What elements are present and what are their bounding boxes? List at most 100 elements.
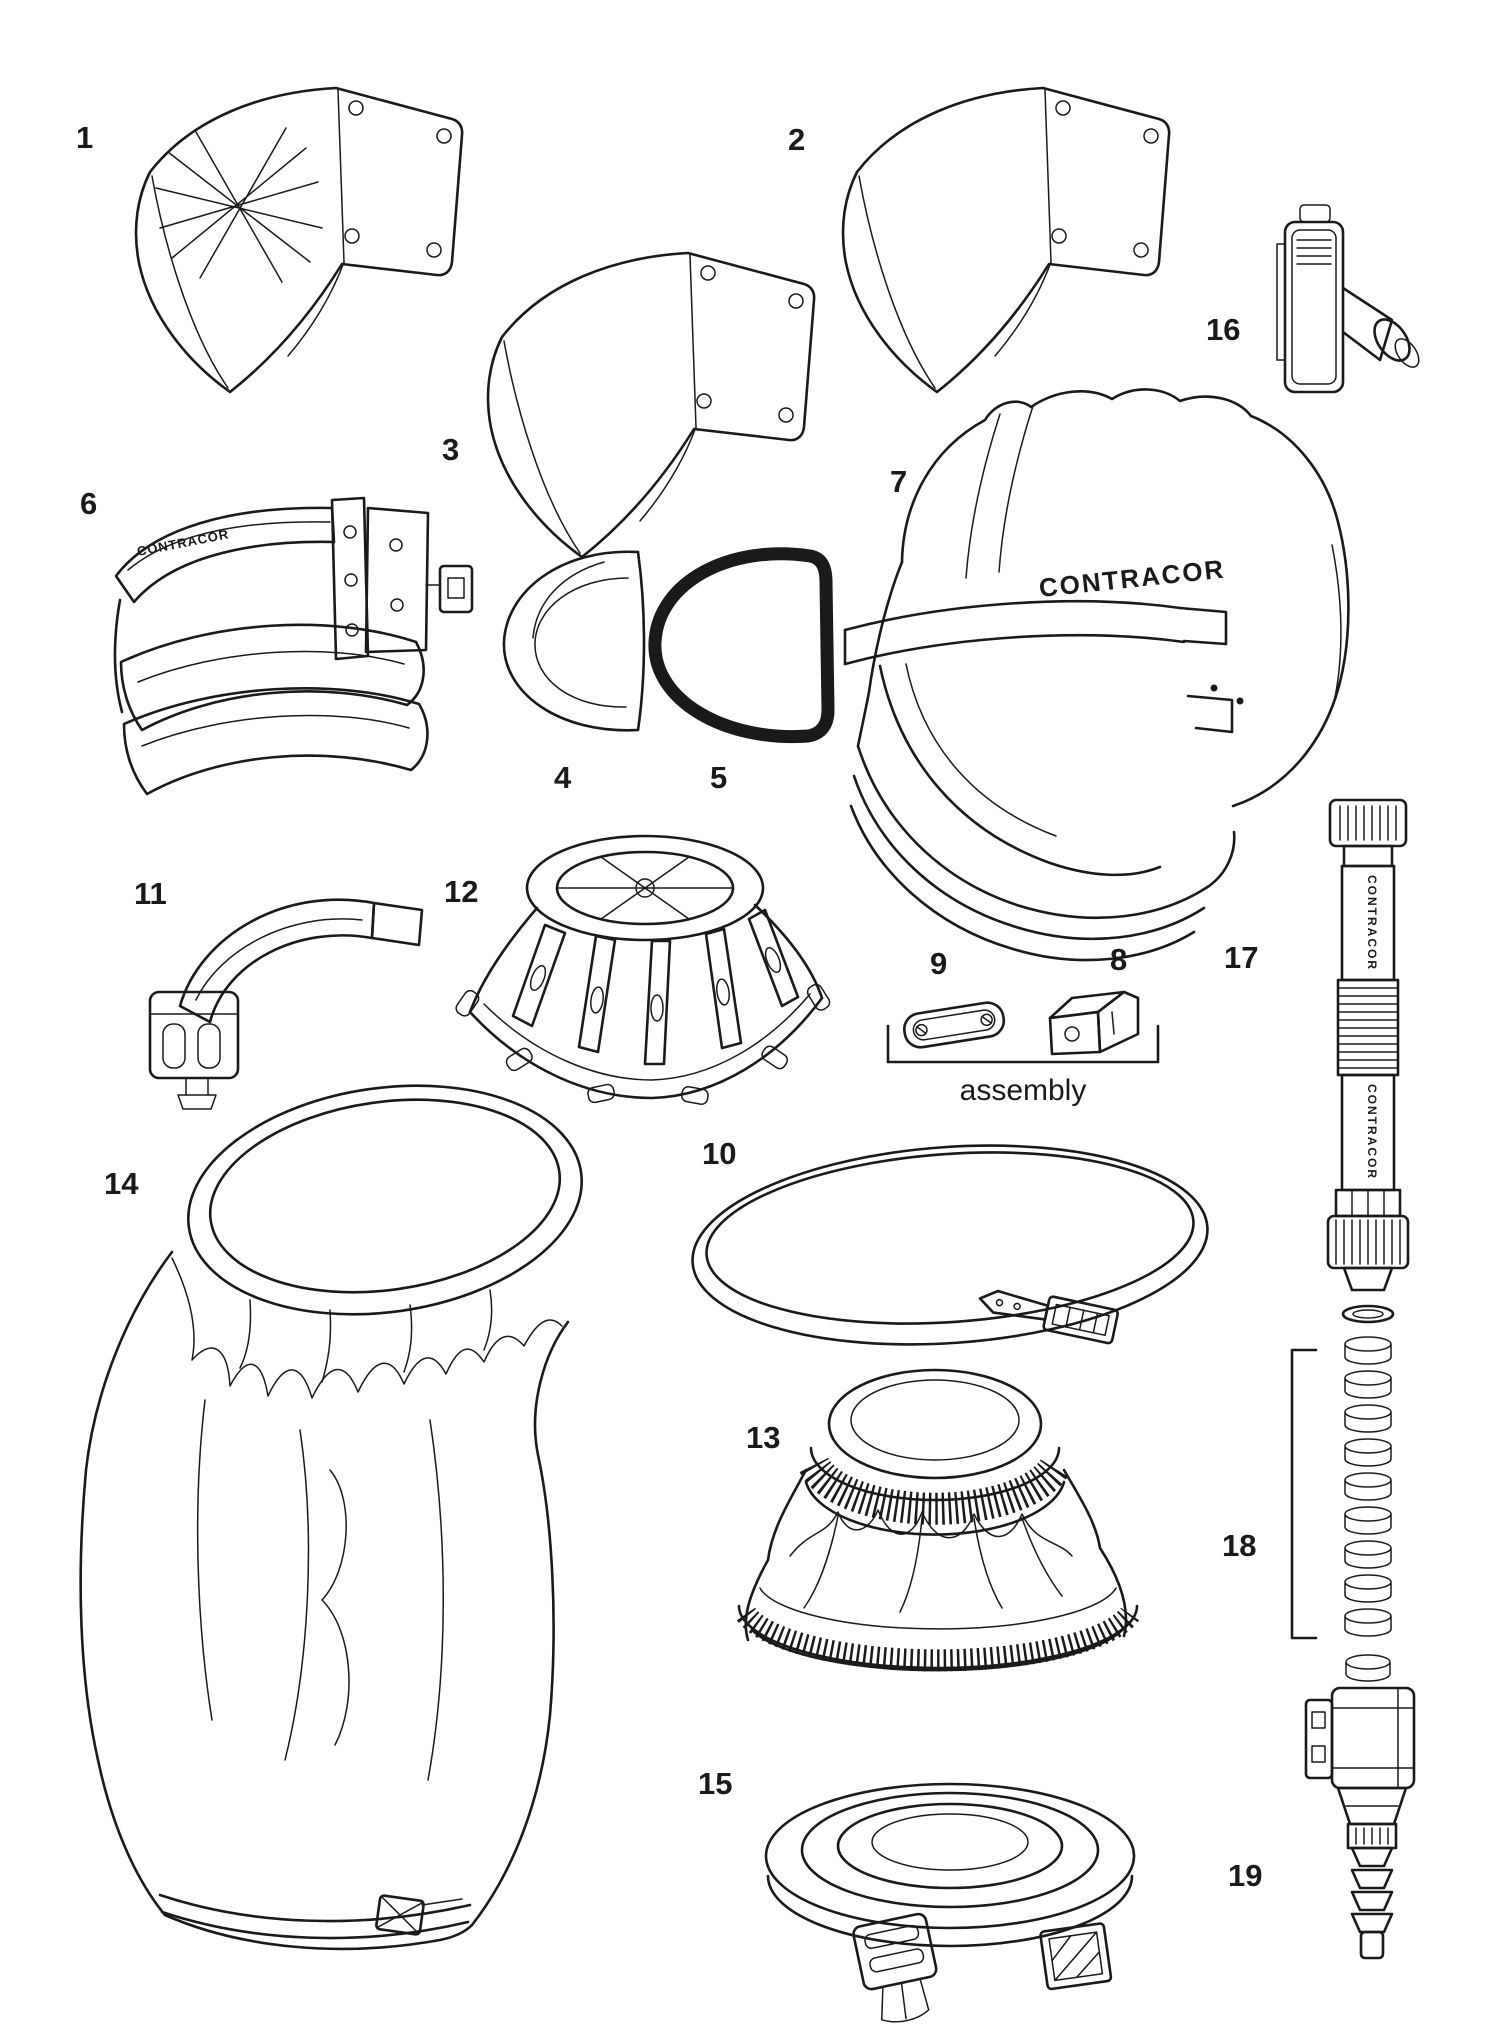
part-19-filter-housing-shape: [1350, 1890, 1394, 1912]
part-18-filter-stack-shape: [1344, 1370, 1392, 1399]
part-17-air-tube-shape: [1339, 805, 1397, 841]
part-13-inner-collar-shape: [789, 1509, 1073, 1557]
part-9-latch-plate: [903, 1001, 1006, 1049]
part-11-strap-valve-shape: [148, 990, 240, 1080]
part-15-belt-shape: [764, 1782, 1136, 1930]
part-12-suspension-dome-shape: [525, 834, 765, 942]
part-10-head-band-shape: [705, 1151, 1195, 1325]
part-11-strap-valve-shape: [185, 1077, 209, 1096]
part-3-lens: [486, 251, 816, 559]
band-buckle-shape: [995, 1298, 1004, 1307]
part-13-inner-collar-shape: [827, 1368, 1043, 1480]
part-3-lens-shape: [486, 251, 816, 559]
part-10-head-band: [691, 1144, 1209, 1346]
part-12-suspension-dome-shape: [529, 964, 547, 992]
part-17-air-tube: CONTRACOR CONTRACOR: [1326, 798, 1410, 1324]
part-label-19: 19: [1228, 1858, 1262, 1893]
part-6-visor-frame-shape: [330, 496, 370, 661]
band-buckle-shape: [1013, 1302, 1021, 1311]
part-7-helmet-shell-shape: [1331, 544, 1342, 703]
part-8-clip-shape: [1111, 1011, 1115, 1035]
part-14-cape-shape: [421, 1898, 463, 1906]
part-label-18: 18: [1222, 1528, 1256, 1563]
part-16-air-valve-shape: [1276, 243, 1286, 361]
part-label-15: 15: [698, 1766, 732, 1801]
part-6-visor-frame-shape: [345, 623, 359, 637]
part-14-cape-shape: [79, 1250, 174, 1917]
cape-buckle-shape: [375, 1894, 425, 1936]
belt-keeper-shape: [1039, 1922, 1113, 1991]
part-label-10: 10: [702, 1136, 736, 1171]
part-14-cape-shape: [321, 1469, 350, 1746]
part-14-cape: [79, 1084, 583, 1951]
part-15-belt-shape: [871, 1813, 1029, 1871]
part-14-cape-shape: [196, 1399, 213, 1721]
part-12-suspension-dome-shape: [577, 934, 617, 1054]
part-18-filter-stack-shape: [1344, 1404, 1392, 1433]
cape-buckle: [375, 1894, 425, 1936]
part-7-helmet-shell-shape: [998, 405, 1034, 573]
part-17-air-tube-shape: [1352, 1309, 1384, 1319]
stack-bracket: [1290, 1348, 1318, 1640]
part-label-6: 6: [80, 486, 97, 521]
part-15-belt-shape: [800, 1791, 1100, 1909]
part-9-latch-plate-shape: [912, 1009, 996, 1041]
part-7-helmet-shell-shape: [856, 744, 1236, 920]
part-7-helmet-shell-shape: [843, 633, 1186, 666]
part-14-cape-shape: [427, 1419, 444, 1781]
part-11-strap-valve-shape: [177, 1094, 217, 1110]
part-6-visor-frame-shape: [364, 506, 430, 654]
part-18-filter-stack-shape: [1344, 1472, 1392, 1501]
part-label-1: 1: [76, 120, 93, 155]
part-7-helmet-shell-shape: [849, 804, 1196, 962]
tube-brand-text: CONTRACOR: [1365, 875, 1379, 971]
part-16-air-valve-shape: [1373, 318, 1411, 362]
part-14-cape-shape: [284, 1429, 310, 1761]
part-8-clip: [1048, 990, 1140, 1056]
assembly-bracket: [886, 1024, 1160, 1064]
part-11-strap-valve-shape: [178, 898, 376, 1024]
scratch-marks-shape: [155, 127, 323, 283]
part-18-filter-stack-shape: [1344, 1336, 1392, 1365]
part-19-filter-housing-shape: [1345, 1654, 1391, 1682]
part-label-3: 3: [442, 432, 459, 467]
part-13-inner-collar-shape: [750, 1626, 1126, 1672]
band-buckle-shape: [1042, 1295, 1120, 1345]
part-17-air-tube-shape: [1342, 1266, 1394, 1292]
part-19-filter-housing-shape: [1359, 1930, 1385, 1960]
part-12-suspension-dome-shape: [505, 1047, 533, 1072]
part-4-inner-lens-shape: [532, 561, 605, 639]
part-18-filter-stack-shape: [1344, 1608, 1392, 1637]
belt-buckle-shape: [880, 1978, 930, 2023]
part-7-helmet-shell-shape: [878, 664, 1162, 877]
part-16-air-valve: [1276, 204, 1420, 394]
part-1-outer-lens: [134, 86, 464, 394]
rivet-dot: [1210, 684, 1218, 692]
part-4-inner-lens-shape: [534, 577, 629, 708]
part-12-suspension-dome-shape: [511, 923, 567, 1028]
part-label-11: 11: [134, 876, 167, 911]
part-12-suspension-dome-shape: [764, 946, 782, 974]
part-7-helmet-shell-shape: [965, 413, 1001, 579]
part-12-suspension-dome-shape: [635, 878, 655, 898]
part-5-gasket: [648, 547, 835, 744]
part-19-filter-housing-shape: [1330, 1686, 1416, 1790]
part-19-filter-housing-shape: [1355, 1827, 1389, 1845]
part-6-visor-frame-shape: [389, 538, 403, 552]
part-7-helmet-shell: CONTRACOR: [843, 388, 1350, 962]
part-label-2: 2: [788, 122, 805, 157]
part-9-latch-plate-shape: [916, 1015, 992, 1035]
assembly-bracket-shape: [886, 1024, 1160, 1064]
part-15-belt-shape: [836, 1802, 1064, 1890]
part-12-suspension-dome-shape: [483, 993, 811, 1081]
cape-buckle-shape: [377, 1896, 423, 1934]
part-18-filter-stack-shape: [1344, 1438, 1392, 1467]
part-12-suspension-dome-shape: [590, 986, 604, 1014]
belt-keeper-shape: [1051, 1931, 1101, 1982]
helmet-brand-text: CONTRACOR: [1037, 554, 1226, 603]
part-19-filter-housing-shape: [1350, 1868, 1394, 1890]
part-14-cape-shape: [239, 1289, 493, 1383]
part-12-suspension-dome-shape: [468, 906, 539, 1014]
belt-buckle-shape: [869, 1948, 925, 1973]
part-7-helmet-shell-shape: [852, 774, 1206, 941]
